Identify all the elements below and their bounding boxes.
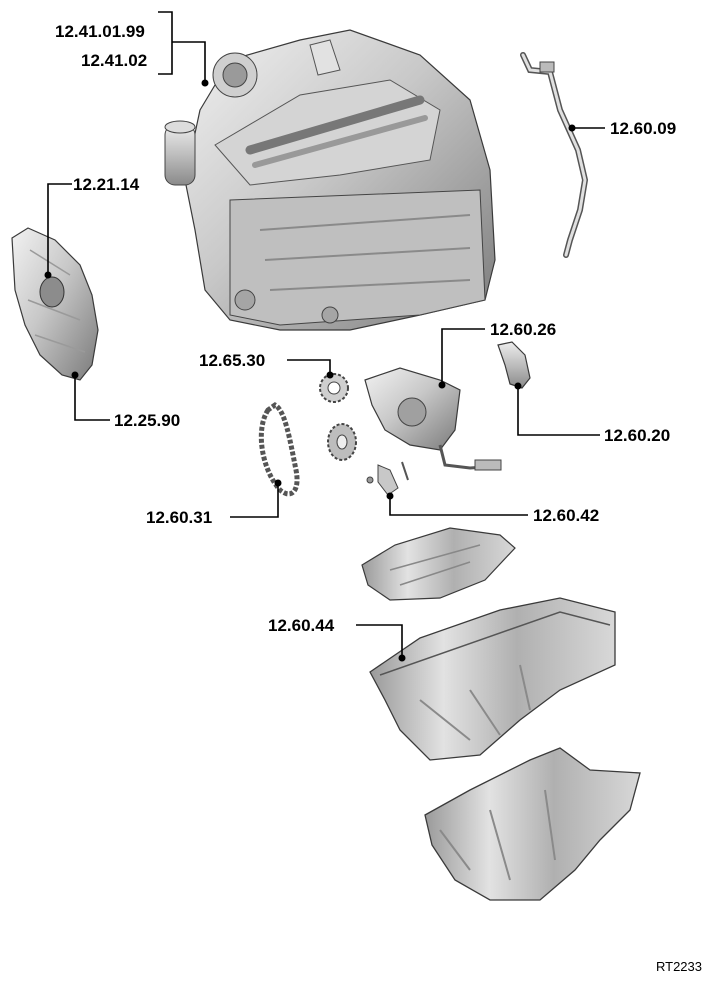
upper-oil-sump (369, 597, 616, 761)
lower-oil-sump (424, 747, 641, 901)
crank-sprocket (319, 373, 349, 403)
dipstick-tube (520, 52, 589, 258)
reference-code: RT2233 (656, 959, 702, 974)
label-12-41-01-99: 12.41.01.99 (55, 22, 145, 41)
oil-baffle (361, 527, 516, 601)
oil-pickup (497, 341, 531, 389)
label-12-60-20: 12.60.20 (604, 426, 670, 445)
timing-cover (11, 227, 99, 381)
label-12-21-14: 12.21.14 (73, 175, 140, 194)
label-12-60-42: 12.60.42 (533, 506, 599, 525)
leader-lines (44, 11, 605, 662)
timing-chain (258, 402, 300, 497)
label-12-65-30: 12.65.30 (199, 351, 265, 370)
label-12-60-26: 12.60.26 (490, 320, 556, 339)
oil-pump-gear (327, 423, 357, 461)
label-12-60-31: 12.60.31 (146, 508, 212, 527)
label-12-60-44: 12.60.44 (268, 616, 335, 635)
engine-assembly (164, 29, 496, 331)
label-12-60-09: 12.60.09 (610, 119, 676, 138)
oil-pump (364, 367, 502, 471)
label-12-25-90: 12.25.90 (114, 411, 180, 430)
label-12-41-02: 12.41.02 (81, 51, 147, 70)
chain-tensioner (366, 461, 409, 496)
